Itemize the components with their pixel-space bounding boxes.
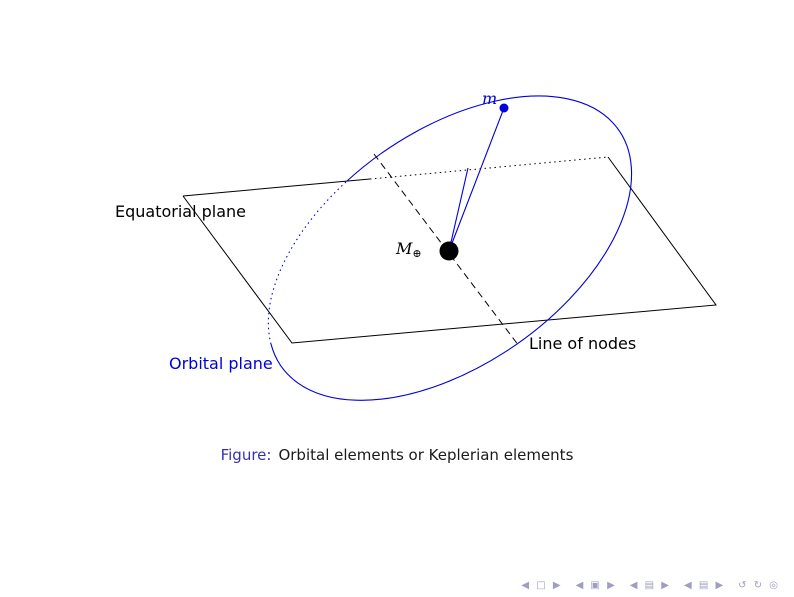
earth-subscript: ⊕	[412, 247, 422, 260]
nav-section-icons[interactable]: ◀ ▤ ▶	[683, 580, 726, 591]
orbit-ellipse-hidden-arc	[267, 180, 348, 345]
equatorial-plane-top-edge	[182, 178, 371, 197]
line-of-nodes-label: Line of nodes	[529, 334, 637, 353]
satellite-mass-label: m	[482, 89, 498, 108]
beamer-navigation-bar: ◀ □ ▶ ◀ ▣ ▶ ◀ ▤ ▶ ◀ ▤ ▶ ↺ ↻ ◎	[521, 580, 780, 591]
earth-mass-label: M⊕	[396, 240, 422, 260]
radius-vector	[448, 107, 505, 252]
equatorial-plane-outline	[182, 156, 717, 344]
orbit-ellipse	[270, 95, 633, 401]
node-direction-segment	[448, 167, 469, 252]
earth-mass-symbol: M	[396, 239, 413, 258]
orbital-plane-label: Orbital plane	[169, 354, 273, 373]
caption-text: Orbital elements or Keplerian elements	[278, 446, 574, 464]
satellite-dot	[499, 103, 509, 113]
equatorial-plane-label: Equatorial plane	[115, 202, 247, 221]
nav-subsection-icons[interactable]: ◀ ▤ ▶	[629, 580, 671, 591]
nav-slide-icons[interactable]: ◀ □ ▶	[521, 580, 563, 591]
figure-caption: Figure: Orbital elements or Keplerian ele…	[0, 446, 794, 464]
nav-frame-icons[interactable]: ◀ ▣ ▶	[575, 580, 617, 591]
caption-prefix: Figure:	[220, 446, 272, 464]
earth-dot	[439, 241, 459, 261]
equatorial-plane-top-edge-hidden	[369, 156, 609, 180]
nav-tools-icons[interactable]: ↺ ↻ ◎	[738, 580, 780, 591]
